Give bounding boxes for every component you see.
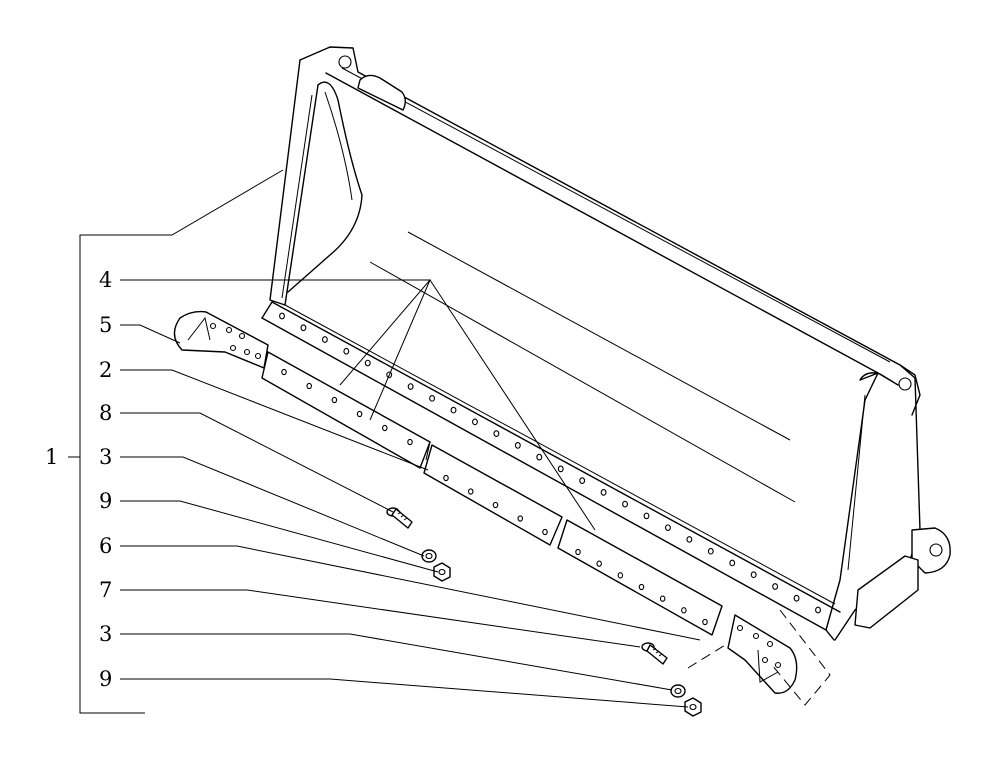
callout-7: 7 [99, 578, 112, 602]
edge-hole [772, 583, 779, 590]
segment-hole [638, 583, 645, 591]
edge-hole [536, 453, 543, 461]
callout-6: 6 [99, 534, 112, 558]
edge-hole [793, 594, 800, 602]
cutting-edge-segment-2 [423, 444, 563, 546]
segment-hole [443, 474, 449, 482]
edge-hole [622, 500, 628, 508]
edge-hole [321, 336, 328, 343]
bolt-7 [641, 642, 668, 665]
cutting-edge-segment-3 [557, 519, 723, 636]
segment-hole [596, 560, 602, 567]
segment-hole [281, 368, 287, 376]
edge-hole [579, 477, 586, 484]
segment-hole [407, 438, 413, 446]
nut-9a [433, 562, 451, 582]
edge-hole [815, 606, 821, 614]
segment-hole [356, 410, 363, 418]
callout-3-upper: 3 [99, 445, 112, 469]
edge-hole [686, 536, 693, 543]
segment-holes [281, 368, 708, 626]
edge-hole [279, 312, 285, 320]
edge-hole [514, 442, 521, 449]
base-edge-holes [279, 312, 821, 614]
bucket-body [261, 46, 951, 641]
washer-3a [421, 549, 437, 563]
cutting-edge-segment-1 [261, 351, 431, 469]
segment-hole [575, 548, 581, 556]
segment-hole [306, 382, 312, 390]
segment-hole [542, 528, 548, 536]
callout-5: 5 [99, 313, 112, 337]
edge-hole [493, 430, 500, 437]
edge-hole [364, 359, 371, 367]
edge-hole [600, 489, 607, 496]
callout-9-upper: 9 [99, 489, 112, 513]
edge-hole [407, 383, 414, 390]
nut-9b [684, 697, 702, 717]
callout-9-lower: 9 [99, 667, 112, 691]
segment-hole [659, 595, 666, 602]
corner-piece-left [173, 310, 269, 369]
segment-hole [702, 618, 708, 626]
edge-hole [343, 347, 350, 355]
callout-2: 2 [99, 358, 112, 382]
edge-hole [450, 406, 457, 414]
segment-hole [492, 501, 499, 509]
edge-hole [557, 465, 564, 473]
callout-3-lower: 3 [99, 622, 112, 646]
segment-hole [382, 424, 388, 432]
callout-4: 4 [99, 268, 112, 292]
edge-hole [472, 418, 478, 426]
segment-hole [517, 515, 523, 522]
edge-hole [750, 571, 757, 579]
segment-hole [331, 396, 338, 404]
edge-hole [429, 394, 436, 402]
edge-hole [707, 547, 714, 555]
edge-hole [643, 512, 650, 520]
edge-hole [664, 524, 671, 532]
segment-hole [467, 488, 474, 495]
edge-hole [300, 324, 307, 332]
leader-lines [68, 169, 701, 714]
washer-3b [670, 684, 686, 698]
segment-hole [617, 572, 624, 579]
corner-piece-right [727, 614, 798, 694]
edge-hole [729, 559, 736, 567]
segment-hole [681, 607, 687, 614]
callout-1: 1 [45, 445, 58, 469]
callout-8: 8 [99, 401, 112, 425]
